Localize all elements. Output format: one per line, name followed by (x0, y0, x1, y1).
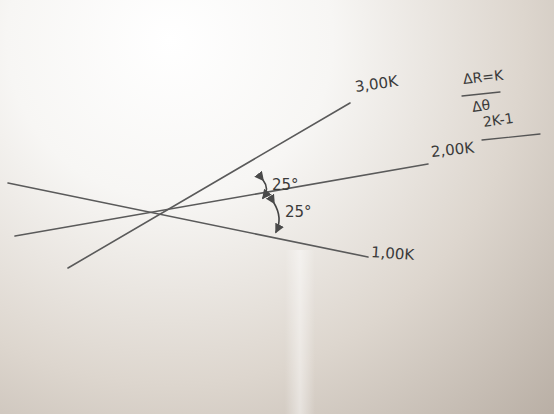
paper-light-streak (285, 250, 315, 414)
angle-arc (274, 203, 279, 232)
line-label: 2,00K (430, 141, 475, 160)
formula-text: 2K-1 (482, 111, 514, 129)
line-label: 1,00K (370, 245, 414, 263)
angle-arc (263, 180, 267, 198)
fraction-bar (462, 92, 500, 96)
angle-label: 25° (285, 205, 312, 220)
angle-label: 25° (272, 178, 299, 193)
line-1k (8, 183, 368, 257)
formula-text: Δθ (471, 98, 491, 114)
formula-text: ΔR=K (462, 68, 503, 86)
fraction-bar (482, 134, 540, 140)
line-2k (15, 164, 428, 236)
line-label: 3,00K (354, 74, 399, 95)
